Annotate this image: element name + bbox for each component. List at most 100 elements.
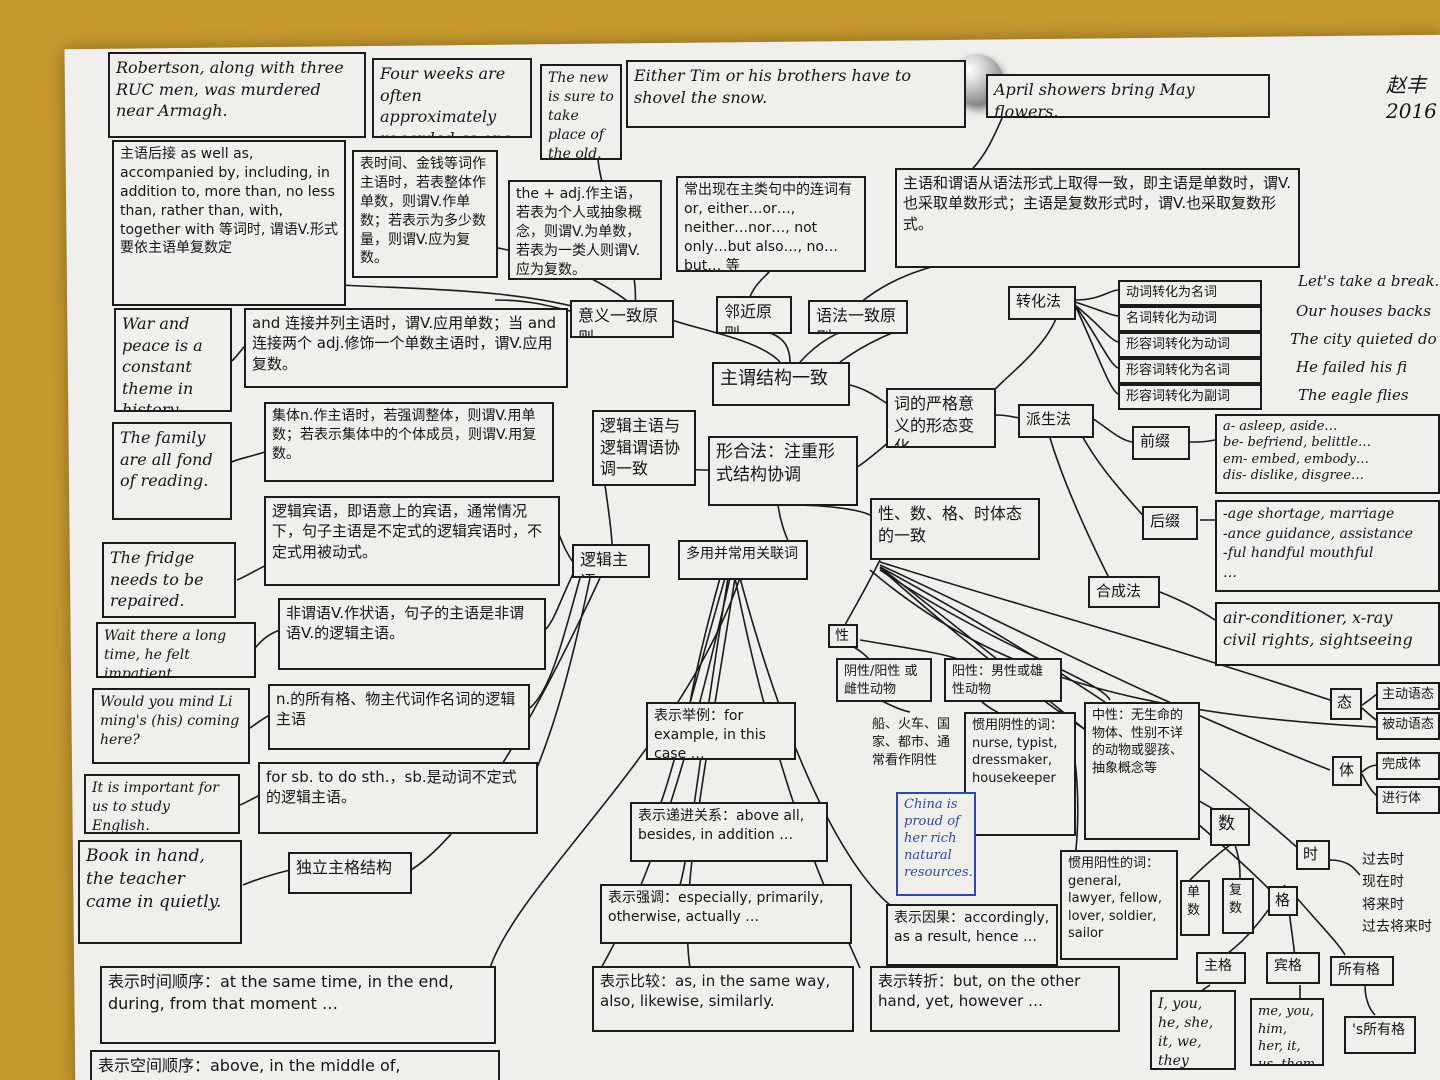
case-possessive: 所有格 <box>1330 956 1394 986</box>
conversion-item-4: 形容词转化为名词 <box>1118 358 1262 384</box>
prefix-label: 前缀 <box>1132 426 1190 460</box>
example-war-peace: War and peace is a constant theme in his… <box>114 308 232 412</box>
case-possessive-s: 's所有格 <box>1344 1016 1416 1054</box>
aspect-label: 体 <box>1332 756 1362 786</box>
branch-connectives: 多用并常用关联词 <box>678 540 808 580</box>
suffix-list: -age shortage, marriage -ance guidance, … <box>1215 500 1440 592</box>
gender-male-habit: 惯用阳性的词：general, lawyer, fellow, lover, s… <box>1060 850 1178 960</box>
gender-label: 性 <box>828 624 858 648</box>
gender-male: 阳性：男性或雄性动物 <box>944 658 1062 702</box>
tense-label: 时 <box>1296 840 1330 870</box>
conversion-example-3: The city quieted down <box>1290 330 1438 348</box>
gender-female-habit: 惯用阴性的词：nurse, typist, dressmaker, housek… <box>964 712 1076 836</box>
author-name: 赵丰 <box>1386 73 1426 97</box>
rule-collective: 集体n.作主语时，若强调整体，则谓V.用单数；若表示集体中的个体成员，则谓V.用… <box>264 402 554 482</box>
central-topic: 主谓结构一致 <box>712 362 850 406</box>
example-april: April showers bring May flowers. <box>986 74 1270 118</box>
example-four-weeks: Four weeks are often approximately regar… <box>372 58 532 138</box>
case-subject-pronouns: I, you, he, she, it, we, they <box>1150 990 1236 1070</box>
aspect-progressive: 进行体 <box>1376 786 1440 814</box>
branch-logic-main: 逻辑主语与逻辑谓语协调一致 <box>592 410 696 486</box>
example-book: Book in hand, the teacher came in quietl… <box>78 840 242 944</box>
prefix-a: a- asleep, aside… <box>1223 419 1338 434</box>
number-label: 数 <box>1210 808 1250 846</box>
case-subject: 主格 <box>1196 952 1246 984</box>
case-label: 格 <box>1268 886 1298 916</box>
author-signature: 赵丰 2016 <box>1386 72 1437 124</box>
tense-past-future: 过去将来时 <box>1362 919 1432 936</box>
suffix-label: 后缀 <box>1142 506 1198 540</box>
prefix-em: em- embed, embody… <box>1223 451 1370 467</box>
conversion-item-3: 形容词转化为动词 <box>1118 332 1262 358</box>
suffix-ful: -ful handful mouthful <box>1223 545 1374 562</box>
conversion-item-2: 名词转化为动词 <box>1118 306 1262 332</box>
rule-logic-object: 逻辑宾语，即语意上的宾语，通常情况下，句子主语是不定式的逻辑宾语时，不定式用被动… <box>264 496 560 586</box>
tense-future: 将来时 <box>1362 896 1404 913</box>
prefix-be: be- befriend, belittle… <box>1223 435 1372 451</box>
connective-contrast: 表示转折：but, on the other hand, yet, howeve… <box>870 966 1120 1032</box>
compound-example-2: civil rights, sightseeing <box>1223 629 1413 649</box>
prefix-dis: dis- dislike, disgree… <box>1223 467 1365 483</box>
conversion-example-1: Let's take a break. <box>1298 272 1438 290</box>
case-object-pronouns: me, you, him, her, it, us, them <box>1250 998 1324 1066</box>
voice-active: 主动语态 <box>1376 682 1440 710</box>
rule-time-money: 表时间、金钱等词作主语时，若表整体作单数，则谓V.作单数；若表示为多少数量，则谓… <box>352 150 498 278</box>
rule-possessive: n.的所有格、物主代词作名词的逻辑主语 <box>268 684 530 750</box>
tense-past: 过去时 <box>1362 852 1404 868</box>
example-new-sure: The new is sure to take place of the old… <box>540 64 622 160</box>
voice-passive: 被动语态 <box>1376 712 1440 740</box>
connective-cause: 表示因果：accordingly, as a result, hence … <box>886 904 1058 966</box>
rule-the-adj: the + adj.作主语，若表为个人或抽象概念，则谓V.为单数，若表为一类人则… <box>508 180 662 280</box>
compound-examples: air-conditioner, x-ray civil rights, sig… <box>1215 602 1440 666</box>
branch-logic-subject: 逻辑主语 <box>572 544 650 578</box>
prefix-more: … <box>1223 484 1236 494</box>
connective-example: 表示举例：for example, in this case … <box>646 702 796 760</box>
example-would-you: Would you mind Li ming's (his) coming he… <box>92 688 250 764</box>
suffix-ance: -ance guidance, assistance <box>1223 525 1413 542</box>
voice-label: 态 <box>1330 688 1362 720</box>
gender-fem: 阴性/阳性 或雌性动物 <box>836 658 932 702</box>
aspect-perfect: 完成体 <box>1376 752 1440 780</box>
conversion-label: 转化法 <box>1008 286 1076 320</box>
case-object: 宾格 <box>1266 952 1320 984</box>
tense-list: 过去时 现在时 将来时 过去将来时 <box>1356 846 1440 956</box>
compound-label: 合成法 <box>1088 576 1160 608</box>
connective-compare: 表示比较：as, in the same way, also, likewise… <box>592 966 854 1032</box>
derivation-label: 派生法 <box>1018 404 1094 438</box>
example-robertson: Robertson, along with three RUC men, was… <box>108 52 366 138</box>
rule-absolute: 独立主格结构 <box>288 852 412 894</box>
number-singular: 单数 <box>1180 880 1210 936</box>
conversion-example-5: The eagle flies <box>1298 386 1409 404</box>
example-important: It is important for us to study English. <box>84 774 240 834</box>
compound-example-1: air-conditioner, x-ray <box>1223 608 1393 627</box>
conversion-item-1: 动词转化为名词 <box>1118 280 1262 306</box>
connective-space: 表示空间顺序：above, in the middle of, <box>90 1050 500 1080</box>
tense-present: 现在时 <box>1362 874 1404 891</box>
number-plural: 复数 <box>1222 878 1254 934</box>
branch-meaning: 意义一致原则 <box>570 300 674 338</box>
example-wait: Wait there a long time, he felt impatien… <box>96 622 256 678</box>
gender-country: 船、火车、国家、都市、通常看作阴性 <box>872 717 951 769</box>
connective-progressive: 表示递进关系：above all, besides, in addition … <box>630 802 828 862</box>
example-either-tim: Either Tim or his brothers have to shove… <box>626 60 966 128</box>
suffix-age: -age shortage, marriage <box>1223 506 1395 522</box>
branch-proximity: 邻近原则 <box>716 296 792 334</box>
example-fridge: The fridge needs to be repaired. <box>102 542 236 618</box>
conversion-example-2: Our houses backs <box>1296 302 1432 320</box>
conversion-example-4: He failed his fi <box>1296 358 1407 376</box>
prefix-list: a- asleep, aside… be- befriend, belittle… <box>1215 414 1440 494</box>
branch-gender-number: 性、数、格、时体态的一致 <box>870 498 1040 560</box>
branch-hypotaxis: 形合法：注重形式结构协调 <box>708 436 858 506</box>
rule-non-finite: 非谓语V.作状语，句子的主语是非谓语V.的逻辑主语。 <box>278 598 546 670</box>
gender-neutral: 中性：无生命的物体、性别不详的动物或婴孩、抽象概念等 <box>1084 702 1200 840</box>
branch-grammar: 语法一致原则 <box>808 300 908 334</box>
author-year: 2016 <box>1386 99 1437 123</box>
example-china: China is proud of her rich natural resou… <box>896 792 976 896</box>
rule-and: and 连接并列主语时，谓V.应用单数；当 and 连接两个 adj.修饰一个单… <box>244 308 568 388</box>
rule-as-well-as: 主语后接 as well as, accompanied by, includi… <box>112 140 346 306</box>
conversion-item-5: 形容词转化为副词 <box>1118 384 1262 410</box>
example-family: The family are all fond of reading. <box>112 422 232 520</box>
branch-word-change: 词的严格意义的形态变化 <box>886 388 996 448</box>
rule-connect-or: 常出现在主类句中的连词有 or, either…or…, neither…nor… <box>676 176 866 272</box>
rule-grammar: 主语和谓语从语法形式上取得一致，即主语是单数时，谓V.也采取单数形式；主语是复数… <box>895 168 1300 268</box>
